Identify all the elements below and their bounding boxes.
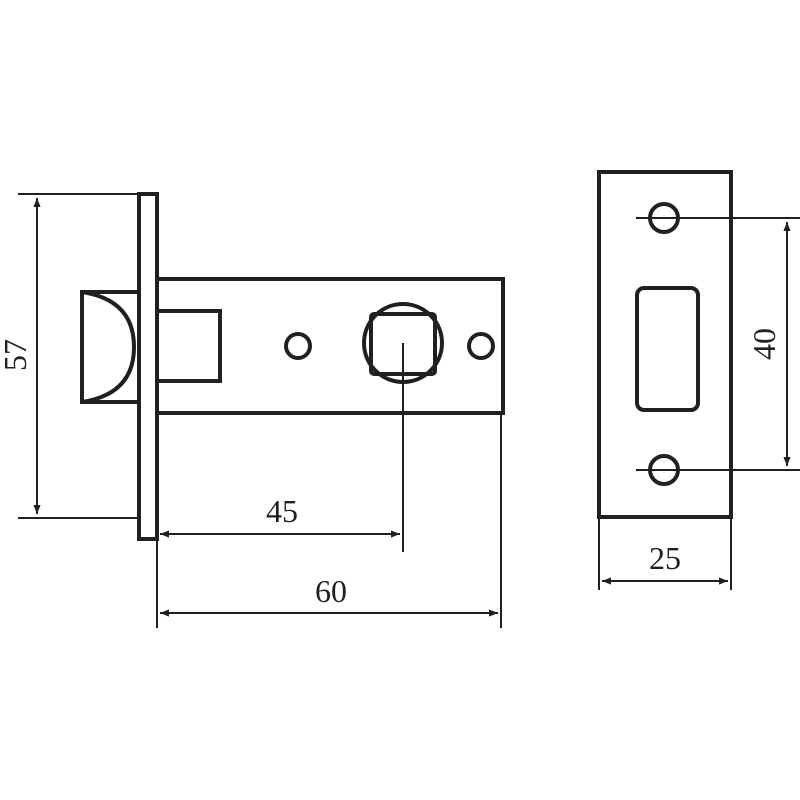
hole-spacing-label: 40 <box>746 328 782 360</box>
latch-body-view <box>80 192 505 541</box>
spindle-distance-label: 45 <box>266 493 298 529</box>
dimension-height: 57 <box>0 193 139 519</box>
latch-bolt-curve <box>81 290 137 404</box>
screw-hole-right <box>467 332 495 360</box>
strike-plate <box>597 170 733 519</box>
dimension-spindle-distance: 45 <box>160 343 404 552</box>
strike-width-label: 25 <box>649 540 681 576</box>
strike-opening <box>635 286 700 412</box>
bolt-slot <box>157 309 222 383</box>
dimension-strike-width: 25 <box>598 517 732 590</box>
latch-bolt <box>80 290 139 404</box>
faceplate <box>137 192 159 541</box>
strike-plate-view <box>597 170 733 519</box>
height-label: 57 <box>0 339 33 371</box>
latch-case <box>155 277 505 415</box>
body-length-label: 60 <box>315 573 347 609</box>
screw-hole-left <box>284 332 312 360</box>
dimension-body-length: 60 <box>156 413 502 628</box>
dimension-hole-spacing: 40 <box>636 217 800 471</box>
